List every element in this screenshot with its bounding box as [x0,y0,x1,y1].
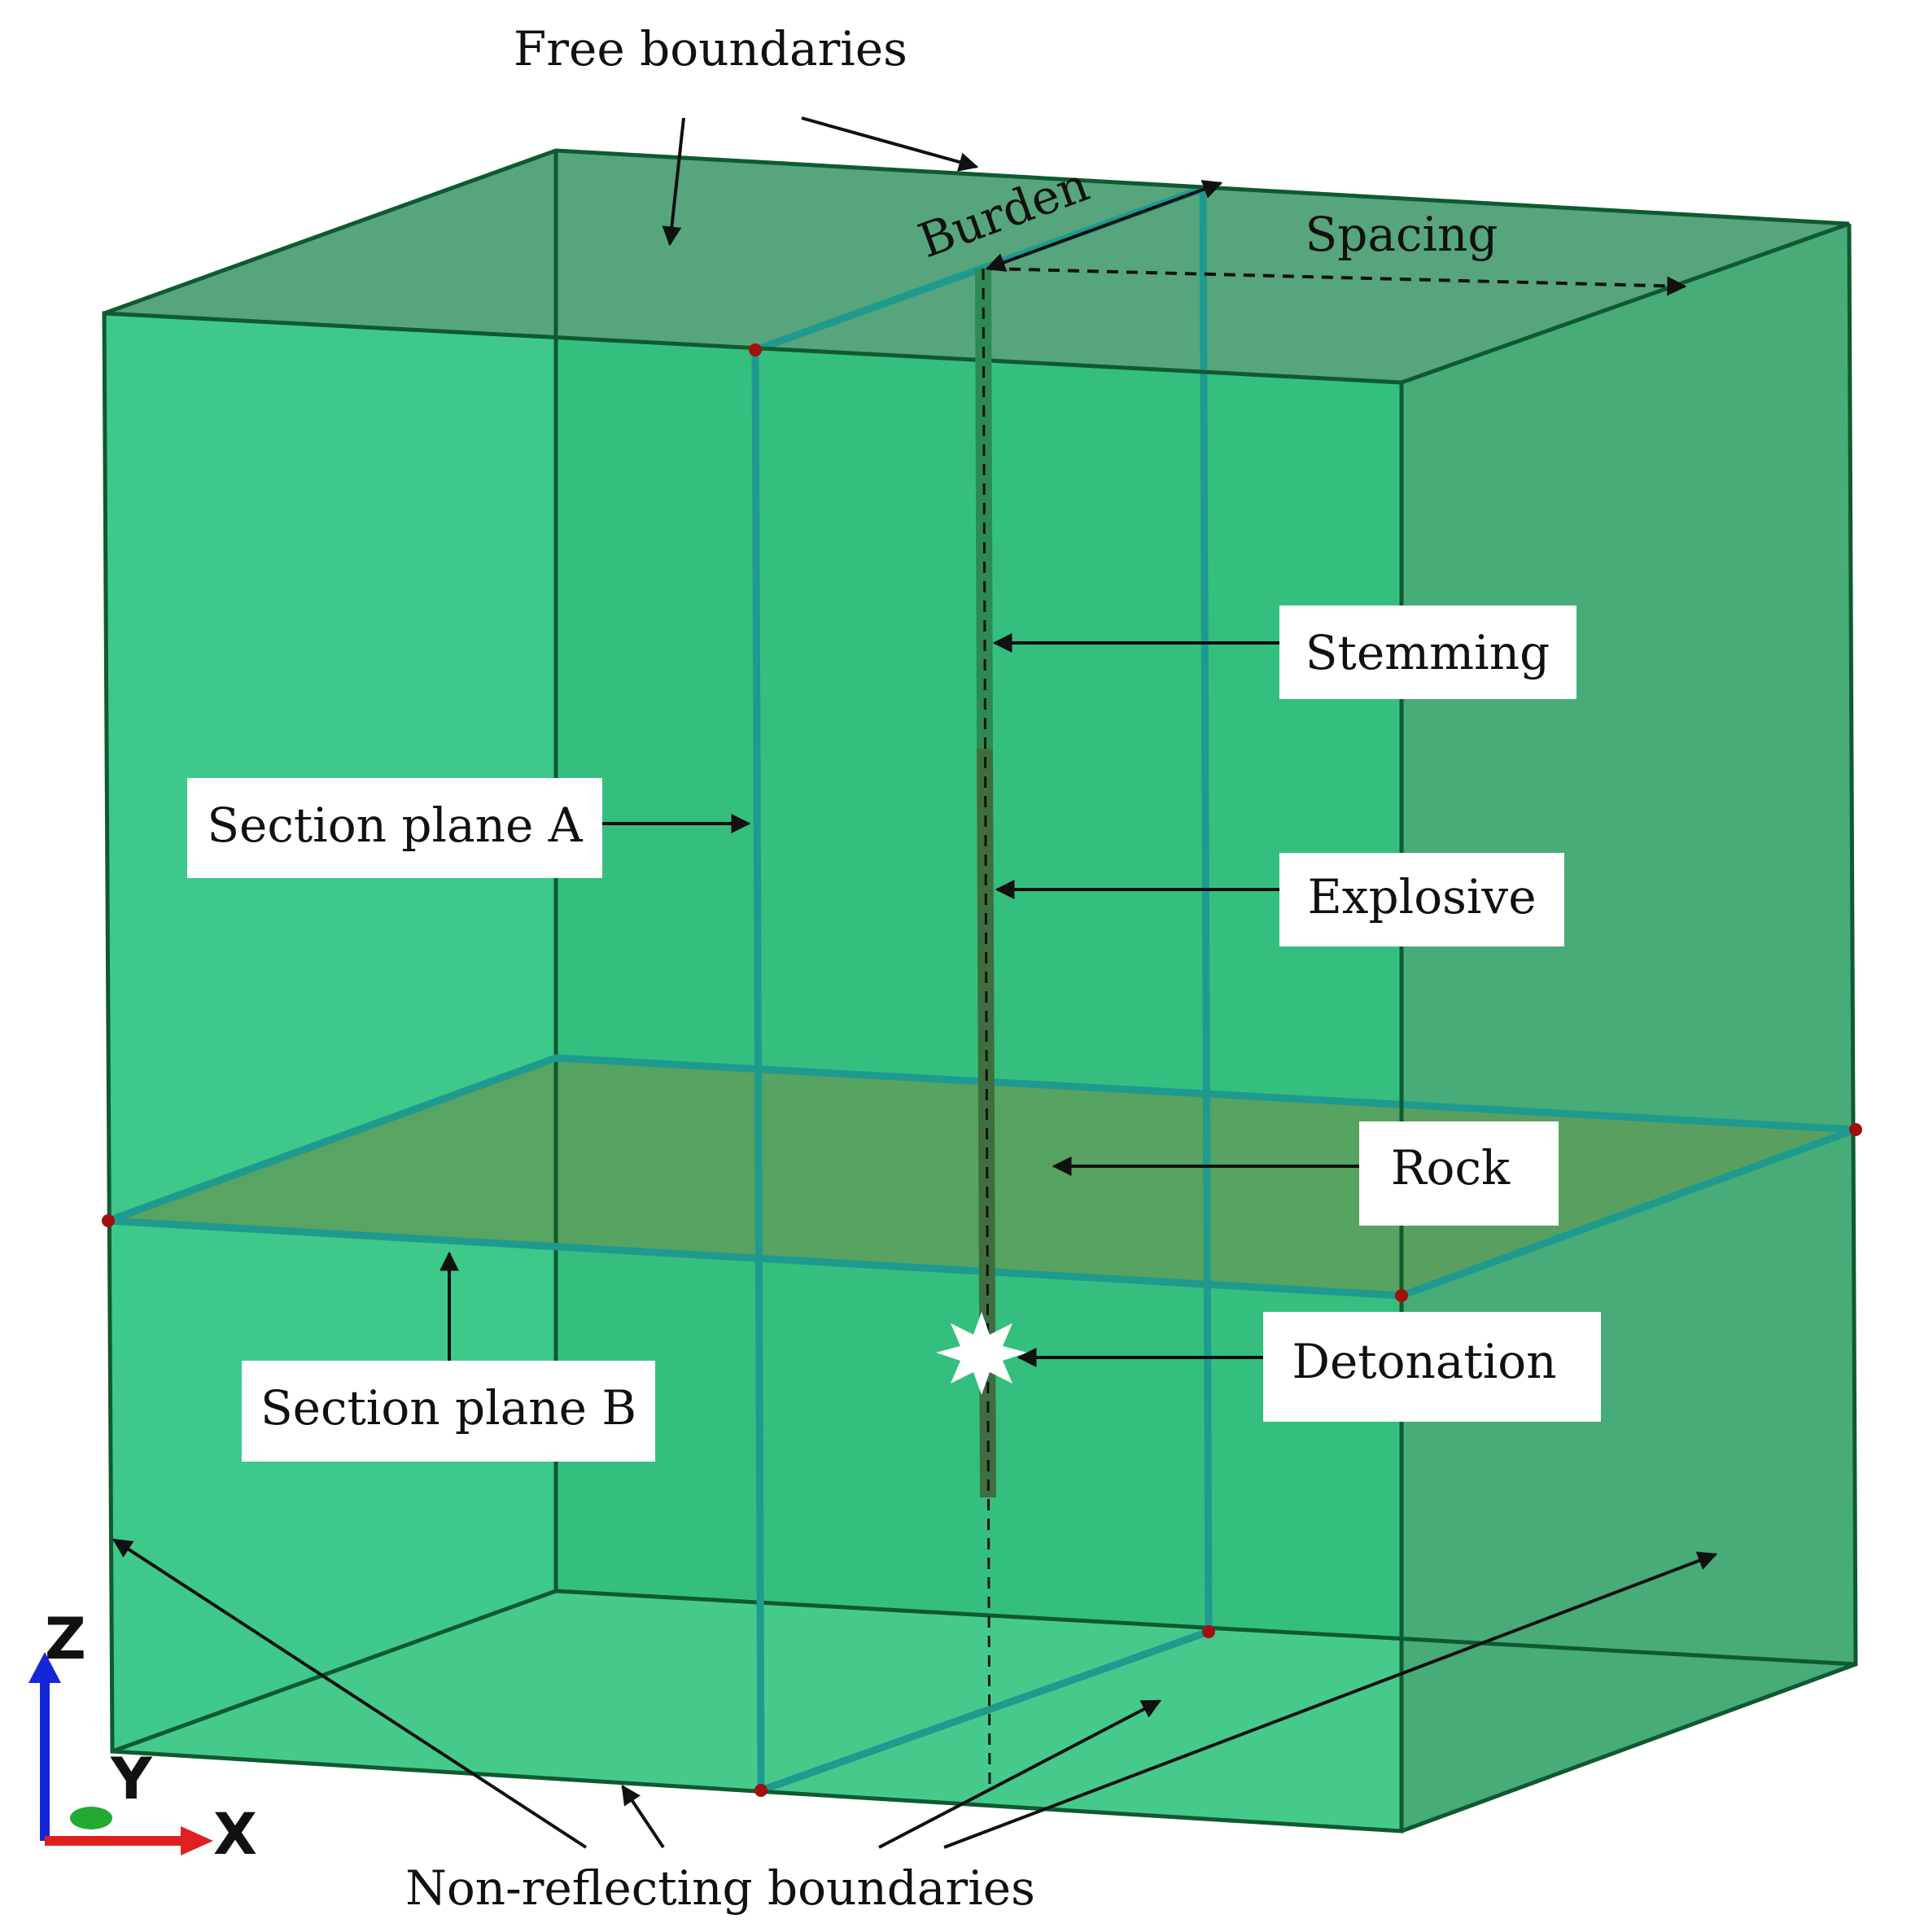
x-axis-label: X [213,1801,257,1868]
explosive-label-box [1279,853,1564,946]
arrow-free-top-right [801,116,979,172]
detonation-star-icon [936,1312,1027,1395]
label-boxes [187,605,1601,1462]
rock-block [102,148,1862,1834]
section-plane-a-label: Section plane A [207,798,583,853]
arrow-free-top [662,117,685,247]
y-axis-label: Y [110,1746,153,1812]
non-reflecting-boundaries-label: Non-reflecting boundaries [405,1860,1035,1916]
rock-label-box [1359,1121,1559,1226]
arrow-nonreflect-3 [878,1699,1162,1849]
coordinate-axes: Z Y X [28,1606,257,1868]
spacing-label: Spacing [1305,207,1498,262]
stemming-label-box [1279,605,1576,699]
y-axis-marker [70,1807,112,1829]
section-plane-a-label-box [187,778,602,878]
z-axis-label: Z [45,1606,86,1672]
right-face [1402,224,1856,1831]
arrow-burden [985,180,1223,272]
arrow-nonreflect-1 [112,1538,588,1849]
detonation-label-box [1263,1312,1601,1422]
section-plane-b-label-box [242,1361,655,1462]
arrow-nonreflect-2 [621,1785,665,1849]
stemming-label: Stemming [1305,625,1550,680]
corner-markers [102,343,1862,1797]
arrow-nonreflect-4 [943,1551,1718,1849]
explosive-label: Explosive [1307,869,1536,924]
detonation-label: Detonation [1292,1334,1556,1389]
free-boundaries-label: Free boundaries [514,21,907,76]
annotation-arrows [112,116,1718,1849]
x-axis-arrow-icon [181,1826,213,1856]
z-axis-arrow-icon [28,1652,61,1683]
rock-label: Rock [1391,1140,1511,1195]
section-plane-b-label: Section plane B [260,1380,636,1436]
